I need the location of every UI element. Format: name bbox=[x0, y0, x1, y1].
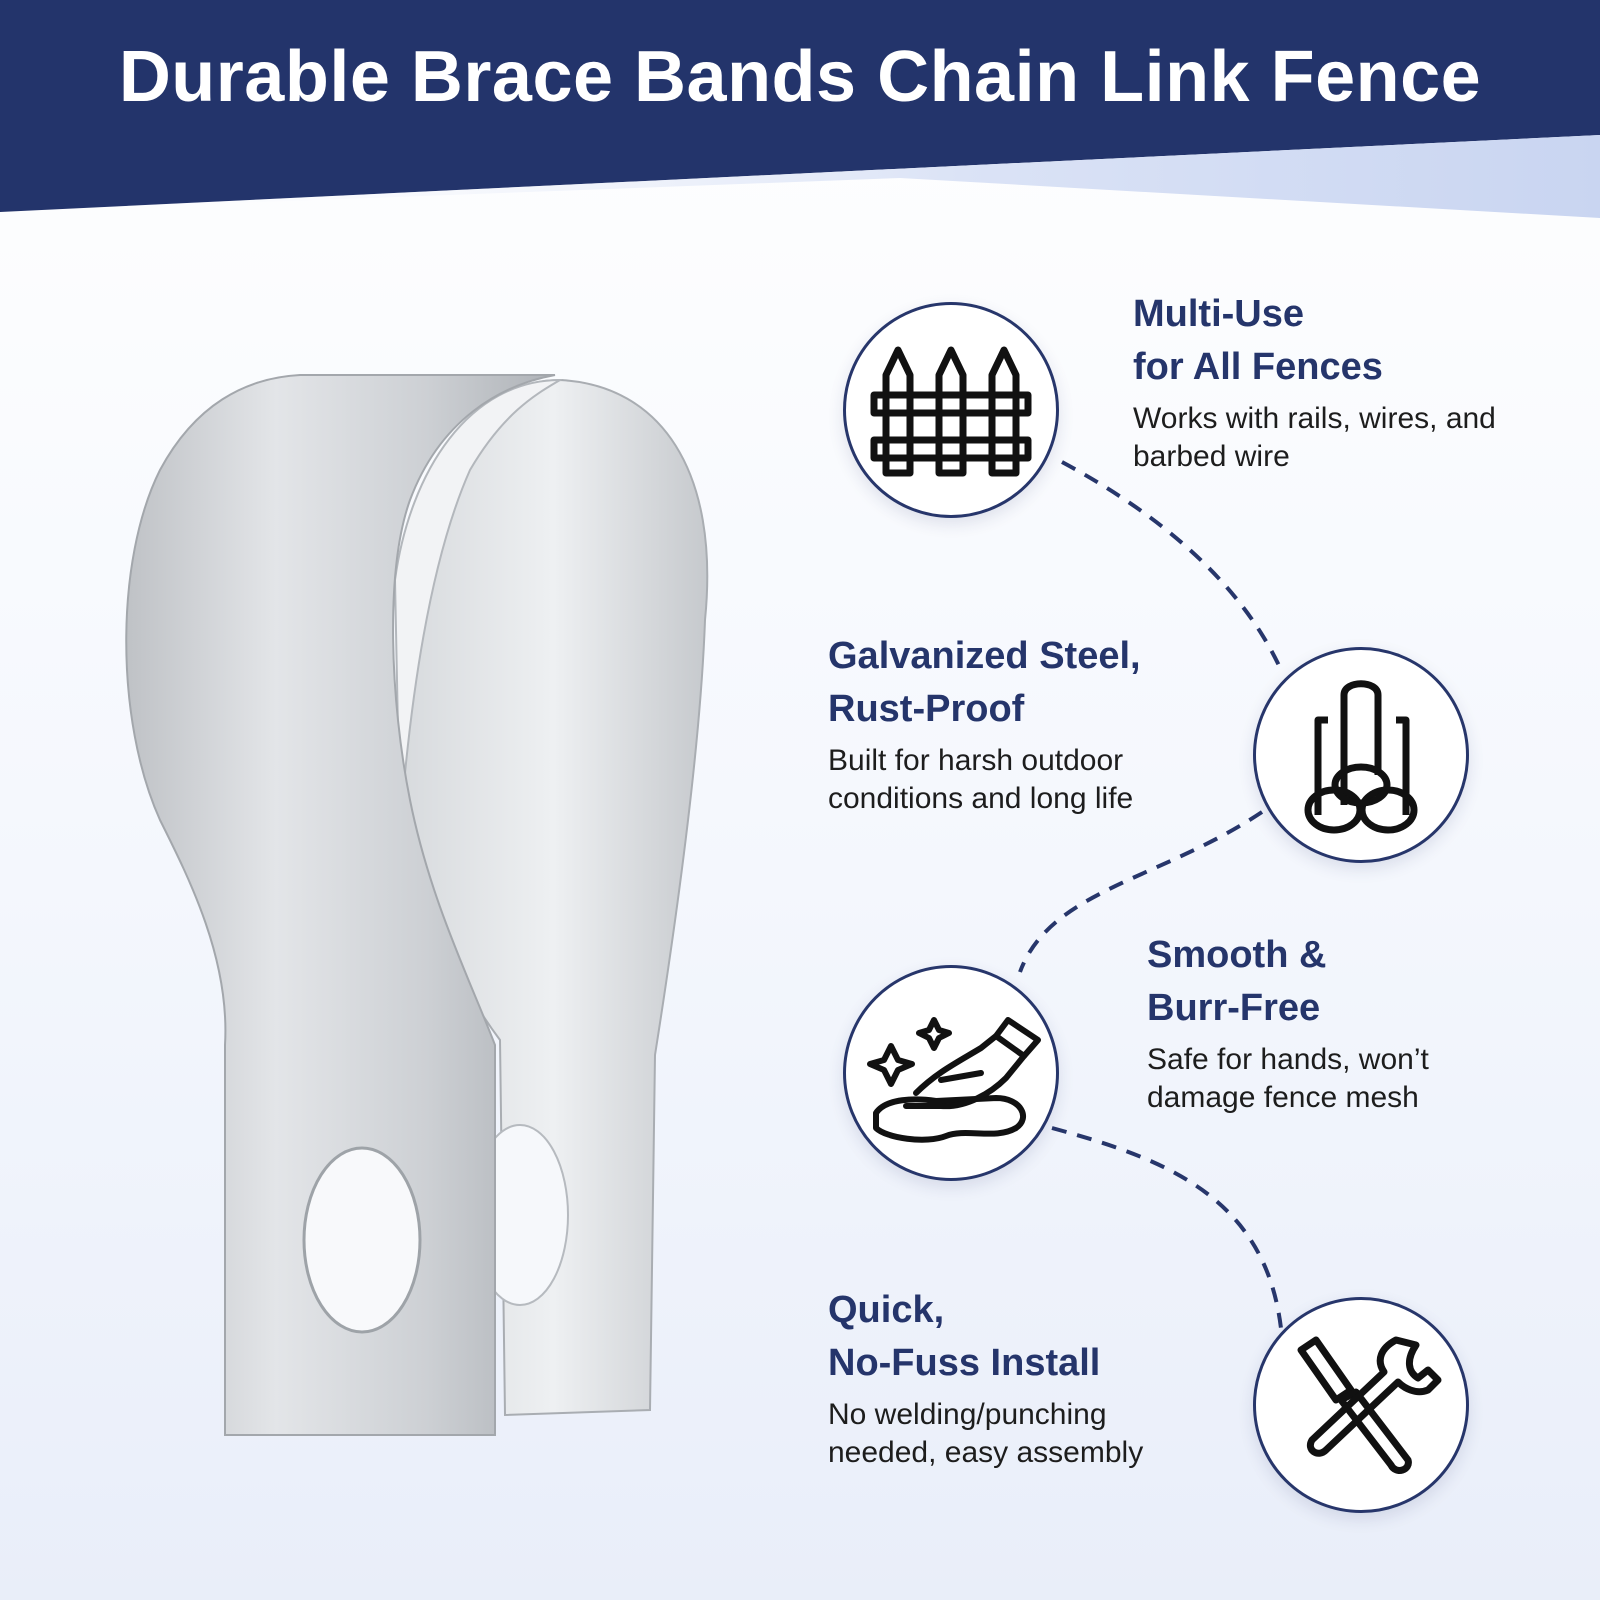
feature-title: Multi-Use for All Fences bbox=[1133, 288, 1496, 394]
feature-desc-line: No welding/punching bbox=[828, 1398, 1107, 1431]
feature-title-line: Rust-Proof bbox=[828, 688, 1025, 730]
feature-title-line: Quick, bbox=[828, 1289, 945, 1331]
feature-galvanized-steel: Galvanized Steel, Rust-Proof Built for h… bbox=[828, 630, 1141, 818]
feature-quick-install: Quick, No-Fuss Install No welding/punchi… bbox=[828, 1284, 1143, 1472]
feature-smooth-burr-free: Smooth & Burr-Free Safe for hands, won’t… bbox=[1147, 929, 1429, 1117]
feature-description: No welding/punching needed, easy assembl… bbox=[828, 1396, 1143, 1472]
feature-desc-line: damage fence mesh bbox=[1147, 1081, 1419, 1114]
feature-title: Smooth & Burr-Free bbox=[1147, 929, 1429, 1035]
feature-title: Quick, No-Fuss Install bbox=[828, 1284, 1143, 1390]
steel-pipes-icon-circle bbox=[1253, 647, 1469, 863]
fence-icon bbox=[870, 346, 1032, 477]
feature-desc-line: barbed wire bbox=[1133, 440, 1290, 473]
feature-description: Built for harsh outdoor conditions and l… bbox=[828, 742, 1141, 818]
tools-icon-circle bbox=[1253, 1297, 1469, 1513]
feature-multi-use: Multi-Use for All Fences Works with rail… bbox=[1133, 288, 1496, 476]
header-banner: Durable Brace Bands Chain Link Fence bbox=[0, 0, 1600, 220]
feature-desc-line: conditions and long life bbox=[828, 782, 1134, 815]
header-background bbox=[0, 0, 1600, 218]
feature-desc-line: Built for harsh outdoor bbox=[828, 744, 1124, 777]
feature-desc-line: Works with rails, wires, and bbox=[1133, 402, 1496, 435]
feature-title-line: Burr-Free bbox=[1147, 987, 1321, 1029]
page-title: Durable Brace Bands Chain Link Fence bbox=[118, 37, 1482, 117]
header-navy-band bbox=[0, 0, 1600, 212]
feature-title-line: No-Fuss Install bbox=[828, 1342, 1101, 1384]
smooth-hand-icon-circle bbox=[843, 965, 1059, 1181]
header-light-band bbox=[0, 135, 1600, 218]
feature-description: Works with rails, wires, and barbed wire bbox=[1133, 400, 1496, 476]
steel-pipes-icon bbox=[1304, 680, 1418, 834]
fence-icon-circle bbox=[843, 302, 1059, 518]
tools-icon bbox=[1297, 1336, 1442, 1474]
feature-desc-line: needed, easy assembly bbox=[828, 1436, 1144, 1469]
feature-title-line: Smooth & bbox=[1147, 934, 1327, 976]
feature-desc-line: Safe for hands, won’t bbox=[1147, 1043, 1429, 1076]
feature-title-line: Galvanized Steel, bbox=[828, 635, 1141, 677]
feature-title: Galvanized Steel, Rust-Proof bbox=[828, 630, 1141, 736]
feature-description: Safe for hands, won’t damage fence mesh bbox=[1147, 1041, 1429, 1117]
smooth-hand-icon bbox=[867, 1017, 1041, 1143]
feature-title-line: for All Fences bbox=[1133, 346, 1383, 388]
feature-title-line: Multi-Use bbox=[1133, 293, 1304, 335]
